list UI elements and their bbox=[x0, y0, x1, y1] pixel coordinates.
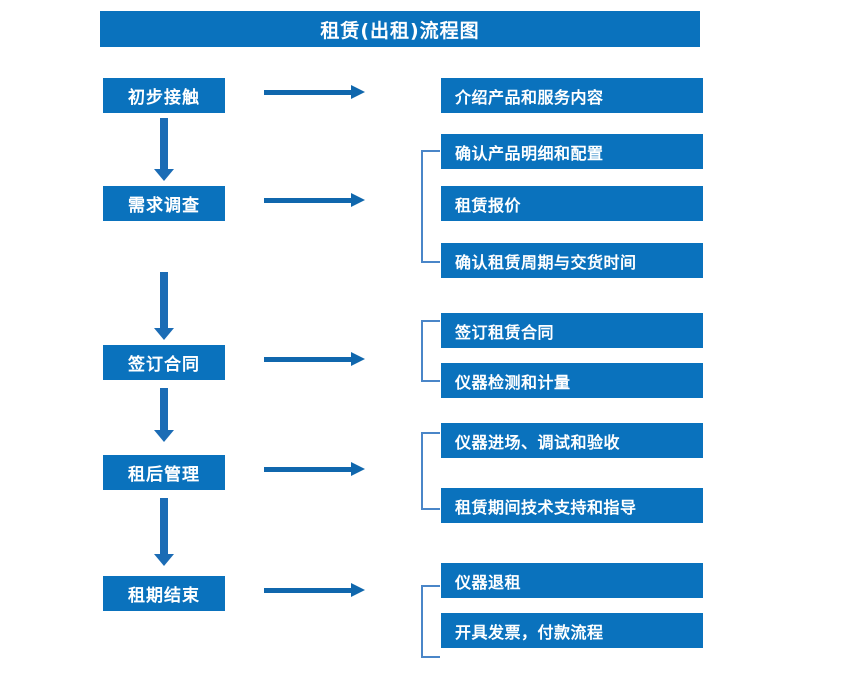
detail-box-2[interactable]: 确认产品明细和配置 bbox=[441, 134, 703, 169]
group-bracket-2 bbox=[421, 150, 440, 263]
detail-box-6[interactable]: 仪器检测和计量 bbox=[441, 363, 703, 398]
detail-box-1[interactable]: 介绍产品和服务内容 bbox=[441, 78, 703, 113]
stage-box-5[interactable]: 租期结束 bbox=[103, 576, 225, 611]
group-bracket-4 bbox=[421, 432, 440, 510]
arrow-down-3 bbox=[154, 388, 174, 442]
detail-box-4[interactable]: 确认租赁周期与交货时间 bbox=[441, 243, 703, 278]
arrow-right-5 bbox=[264, 583, 365, 597]
stage-box-4[interactable]: 租后管理 bbox=[103, 455, 225, 490]
detail-box-7[interactable]: 仪器进场、调试和验收 bbox=[441, 423, 703, 458]
detail-box-3[interactable]: 租赁报价 bbox=[441, 186, 703, 221]
arrow-down-2 bbox=[154, 272, 174, 340]
group-bracket-5 bbox=[421, 585, 440, 658]
arrow-right-1 bbox=[264, 85, 365, 99]
stage-box-2[interactable]: 需求调查 bbox=[103, 186, 225, 221]
arrow-down-4 bbox=[154, 498, 174, 566]
detail-box-8[interactable]: 租赁期间技术支持和指导 bbox=[441, 488, 703, 523]
stage-box-3[interactable]: 签订合同 bbox=[103, 345, 225, 380]
stage-box-1[interactable]: 初步接触 bbox=[103, 78, 225, 113]
detail-box-9[interactable]: 仪器退租 bbox=[441, 563, 703, 598]
detail-box-10[interactable]: 开具发票，付款流程 bbox=[441, 613, 703, 648]
arrow-right-2 bbox=[264, 193, 365, 207]
flowchart-title: 租赁(出租)流程图 bbox=[100, 11, 700, 47]
group-bracket-3 bbox=[421, 320, 440, 382]
arrow-down-1 bbox=[154, 118, 174, 181]
arrow-right-4 bbox=[264, 462, 365, 476]
detail-box-5[interactable]: 签订租赁合同 bbox=[441, 313, 703, 348]
arrow-right-3 bbox=[264, 352, 365, 366]
